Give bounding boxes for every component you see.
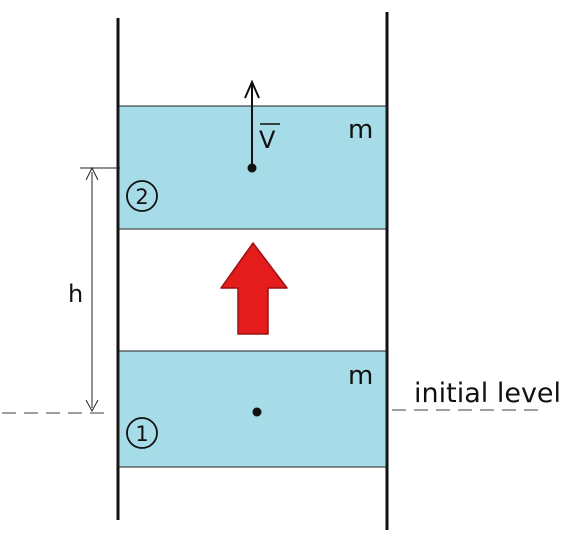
block-bottom: [118, 350, 387, 468]
height-arrow-top: [85, 166, 99, 181]
height-label: h: [68, 280, 83, 308]
position-marker-2: [126, 180, 158, 212]
position-label-1: 1: [135, 422, 148, 446]
height-arrow-bottom: [85, 399, 99, 413]
mass-label-bottom: m: [348, 361, 373, 391]
center-of-mass-bottom: [252, 407, 262, 417]
center-of-mass-top: [247, 163, 257, 173]
motion-arrow-icon: [220, 242, 288, 335]
velocity-arrowhead: [244, 79, 260, 99]
velocity-label: V: [259, 126, 276, 154]
mass-label-top: m: [348, 115, 373, 145]
position-marker-1: [126, 417, 158, 449]
position-label-2: 2: [135, 185, 148, 209]
initial-level-label: initial level: [414, 378, 561, 409]
